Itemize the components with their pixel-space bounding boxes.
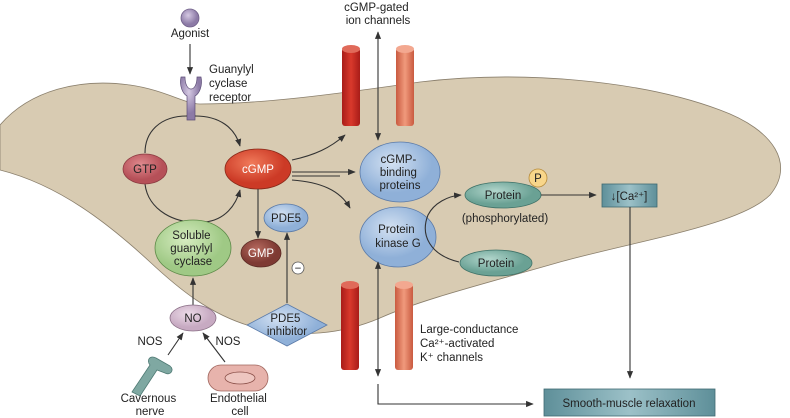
smooth-muscle-cell	[0, 76, 781, 334]
pkg-label: Protein kinase G	[375, 224, 420, 250]
no-label: NO	[184, 313, 201, 325]
cgmp-binding-proteins-node	[359, 141, 441, 203]
bk-channel-icon	[341, 281, 413, 370]
phosphorylated-label: (phosphorylated)	[462, 213, 548, 225]
phosphate-label: P	[534, 173, 542, 185]
agonist-molecule	[180, 8, 200, 28]
cgmp-label: cGMP	[242, 164, 274, 176]
cgmp-binding-label: cGMP- binding proteins	[380, 154, 421, 192]
nucleus-icon	[224, 371, 256, 385]
pde5-label: PDE5	[271, 213, 301, 225]
protein-node	[459, 249, 533, 277]
relaxation-label: Smooth-muscle relaxation	[563, 398, 696, 410]
inhibition-minus-icon	[291, 261, 305, 275]
cgmp-gated-ion-channel-icon	[342, 45, 414, 126]
cavernous-nerve-label: Cavernous nerve	[121, 393, 180, 418]
pde5-node	[263, 203, 309, 233]
protein-label: Protein	[478, 258, 514, 270]
no-node	[169, 304, 217, 332]
soluble-guanylyl-cyclase-node	[154, 219, 232, 277]
soluble-gc-label: Soluble guanylyl cyclase	[170, 230, 215, 268]
phosphorylated-protein-label: Protein	[485, 190, 521, 202]
smooth-muscle-relaxation-box	[543, 388, 716, 417]
phosphate-icon	[528, 168, 548, 188]
nos-right-label: NOS	[216, 336, 241, 348]
protein-kinase-g-node	[359, 206, 437, 268]
bk-channels-label: Large-conductance Ca²⁺-activated K⁺ chan…	[420, 324, 522, 364]
guanylyl-cyclase-receptor-icon	[180, 76, 202, 121]
nos-left-label: NOS	[138, 336, 163, 348]
cgmp-gated-channels-label: cGMP-gated ion channels	[344, 2, 412, 27]
pde5-inhibitor-label: PDE5 inhibitor	[267, 313, 307, 338]
calcium-label: ↓[Ca²⁺]	[611, 191, 648, 203]
gmp-label: GMP	[248, 248, 275, 260]
pde5-inhibitor-node	[246, 303, 328, 347]
endothelial-cell-label: Endothelial cell	[210, 393, 270, 418]
agonist-label: Agonist	[171, 28, 210, 40]
gtp-node	[122, 153, 168, 185]
cavernous-nerve-icon	[131, 356, 173, 397]
gtp-label: GTP	[133, 164, 157, 176]
receptor-label: Guanylyl cyclase receptor	[209, 64, 257, 104]
minus-sign: −	[295, 263, 302, 275]
gmp-node	[240, 238, 282, 268]
